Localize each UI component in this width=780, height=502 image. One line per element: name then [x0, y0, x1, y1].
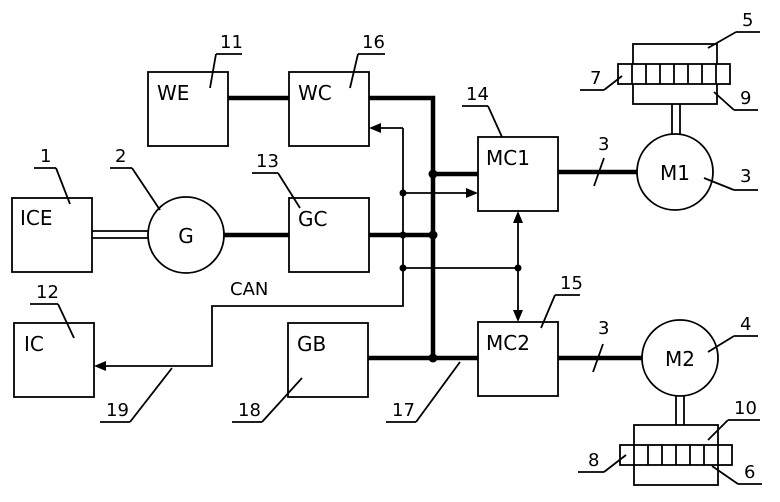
block-wc-label: WC	[298, 81, 332, 105]
block-mc2-label: MC2	[486, 331, 530, 355]
ref-17: 17	[392, 400, 415, 421]
ref-5: 5	[742, 10, 753, 31]
block-we: WE	[148, 72, 228, 146]
ref-11: 11	[220, 32, 243, 53]
block-m2-label: M2	[665, 347, 695, 371]
block-ic: IC	[14, 323, 94, 397]
block-we-label: WE	[157, 81, 189, 105]
block-gb: GB	[288, 323, 368, 397]
ref-12: 12	[36, 282, 59, 303]
ref-16: 16	[362, 32, 385, 53]
block-g-label: G	[178, 224, 194, 248]
wheel-assembly-top	[618, 44, 730, 134]
ref-10: 10	[734, 398, 757, 419]
block-m1-label: M1	[660, 161, 690, 185]
block-mc1-label: MC1	[486, 146, 530, 170]
ref-3-m2-link: 3	[598, 318, 609, 339]
block-wc: WC	[289, 72, 369, 146]
ref-8: 8	[588, 450, 599, 471]
block-ice: ICE	[12, 198, 92, 272]
block-m1: M1	[637, 134, 713, 210]
block-mc2: MC2	[478, 322, 558, 396]
wheel-assembly-bottom	[620, 396, 732, 485]
ref-3-m1: 3	[740, 166, 751, 187]
ref-7: 7	[590, 68, 601, 89]
block-mc1: MC1	[478, 137, 558, 211]
ref-14: 14	[466, 84, 489, 105]
block-gc: GC	[289, 198, 369, 272]
block-m2: M2	[642, 320, 718, 396]
ref-4: 4	[740, 314, 751, 335]
ref-9: 9	[740, 88, 751, 109]
ref-18: 18	[238, 400, 261, 421]
power-lines	[224, 98, 642, 363]
block-gb-label: GB	[297, 332, 326, 356]
can-label: CAN	[230, 279, 268, 300]
ref-3-m1-link: 3	[598, 134, 609, 155]
block-ic-label: IC	[24, 332, 44, 356]
block-ice-label: ICE	[20, 206, 53, 230]
ref-1: 1	[40, 146, 51, 167]
ref-15: 15	[560, 273, 583, 294]
ref-19: 19	[106, 400, 129, 421]
ref-6: 6	[744, 462, 755, 483]
ref-2: 2	[115, 146, 126, 167]
ref-13: 13	[256, 151, 279, 172]
shaft-ice-g	[92, 231, 148, 238]
block-gc-label: GC	[298, 207, 327, 231]
